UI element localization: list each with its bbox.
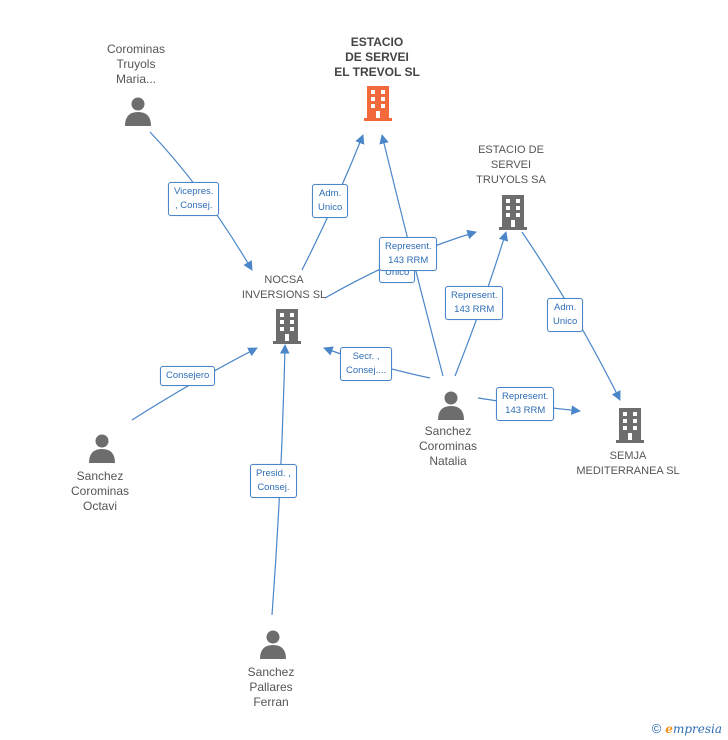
label-line: MEDITERRANEA SL xyxy=(576,465,680,477)
label-line: Corominas xyxy=(418,439,478,453)
building-icon[interactable] xyxy=(361,84,395,122)
person-icon[interactable] xyxy=(123,96,153,126)
label-line: INVERSIONS SL xyxy=(241,289,327,301)
person-icon[interactable] xyxy=(436,390,466,420)
brand-logo-text: mpresia xyxy=(672,722,722,736)
node-sanchez-ferran-label[interactable]: Sanchez Pallares Ferran xyxy=(248,665,295,710)
label-line: Consej.... xyxy=(346,365,387,376)
label-line: Pallares xyxy=(249,680,293,694)
edge-label-adm-nocsa-trevol[interactable]: Adm. Unico xyxy=(312,184,349,218)
edge-label-represent-natalia-semja[interactable]: Represent. 143 RRM xyxy=(496,387,555,421)
edge-label-consejero[interactable]: Consejero xyxy=(160,366,216,386)
label-line: TRUYOLS SA xyxy=(476,174,546,186)
label-line: Unico xyxy=(385,267,410,278)
node-estacio-trevol-label[interactable]: ESTACIO DE SERVEI EL TREVOL SL xyxy=(334,35,420,80)
label-line: ESTACIO xyxy=(350,35,404,49)
label-line: 143 RRM xyxy=(505,405,546,416)
label-line: Natalia xyxy=(429,454,467,468)
label-line: Adm. xyxy=(319,188,342,199)
label-line: Secr. , xyxy=(352,351,380,362)
brand-logo-initial: e xyxy=(665,722,673,736)
label-line: Represent. xyxy=(502,391,549,402)
copyright-symbol: © xyxy=(651,721,662,736)
edge-label-presid[interactable]: Presid. , Consej. xyxy=(250,464,297,498)
label-line: EL TREVOL SL xyxy=(334,65,420,79)
label-line: Corominas xyxy=(106,42,166,56)
label-line: SEMJA xyxy=(609,450,647,462)
building-icon[interactable] xyxy=(496,193,530,231)
edge-label-vicepres[interactable]: Vicepres. , Consej. xyxy=(168,182,220,216)
label-line: Unico xyxy=(553,316,578,327)
label-line: Truyols xyxy=(116,57,156,71)
label-line: Sanchez xyxy=(76,469,124,483)
label-line: Represent. xyxy=(385,241,432,252)
person-icon[interactable] xyxy=(258,629,288,659)
brand-footer[interactable]: ©empresia xyxy=(652,721,722,736)
node-estacio-truyols-label[interactable]: ESTACIO DE SERVEI TRUYOLS SA xyxy=(476,143,546,188)
label-line: Consejero xyxy=(166,370,210,381)
building-icon[interactable] xyxy=(613,406,647,444)
label-line: SERVEI xyxy=(490,159,532,171)
node-nocsa-label[interactable]: NOCSA INVERSIONS SL xyxy=(242,273,326,303)
node-sanchez-natalia-label[interactable]: Sanchez Corominas Natalia xyxy=(419,424,477,469)
label-line: Ferran xyxy=(253,695,289,709)
label-line: Adm. xyxy=(554,302,577,313)
label-line: Maria... xyxy=(115,72,156,86)
label-line: 143 RRM xyxy=(454,304,495,315)
label-line: Sanchez xyxy=(247,665,295,679)
node-corominas-truyols-label[interactable]: Corominas Truyols Maria... xyxy=(107,42,165,87)
edge-label-represent-nocsa-truyols[interactable]: Represent. 143 RRM xyxy=(379,237,438,271)
building-icon[interactable] xyxy=(270,307,304,345)
label-line: Presid. , xyxy=(256,468,291,479)
label-line: Represent. xyxy=(451,290,498,301)
label-line: Vicepres. xyxy=(174,186,214,197)
person-icon[interactable] xyxy=(87,433,117,463)
edge-label-secr[interactable]: Secr. , Consej.... xyxy=(340,347,393,381)
node-semja-label[interactable]: SEMJA MEDITERRANEA SL xyxy=(576,449,679,479)
label-line: Corominas xyxy=(70,484,130,498)
label-line: NOCSA xyxy=(264,274,304,286)
label-line: Sanchez xyxy=(424,424,472,438)
label-line: ESTACIO DE xyxy=(478,144,544,156)
label-line: Unico xyxy=(318,202,343,213)
node-sanchez-octavi-label[interactable]: Sanchez Corominas Octavi xyxy=(71,469,129,514)
edge-label-represent-natalia-truyols[interactable]: Represent. 143 RRM xyxy=(445,286,504,320)
label-line: DE SERVEI xyxy=(345,50,409,64)
label-line: Consej. xyxy=(257,482,290,493)
label-line: , Consej. xyxy=(174,200,213,211)
label-line: Octavi xyxy=(82,499,117,513)
edge-label-adm-truyols-semja[interactable]: Adm. Unico xyxy=(547,298,584,332)
label-line: 143 RRM xyxy=(388,255,429,266)
